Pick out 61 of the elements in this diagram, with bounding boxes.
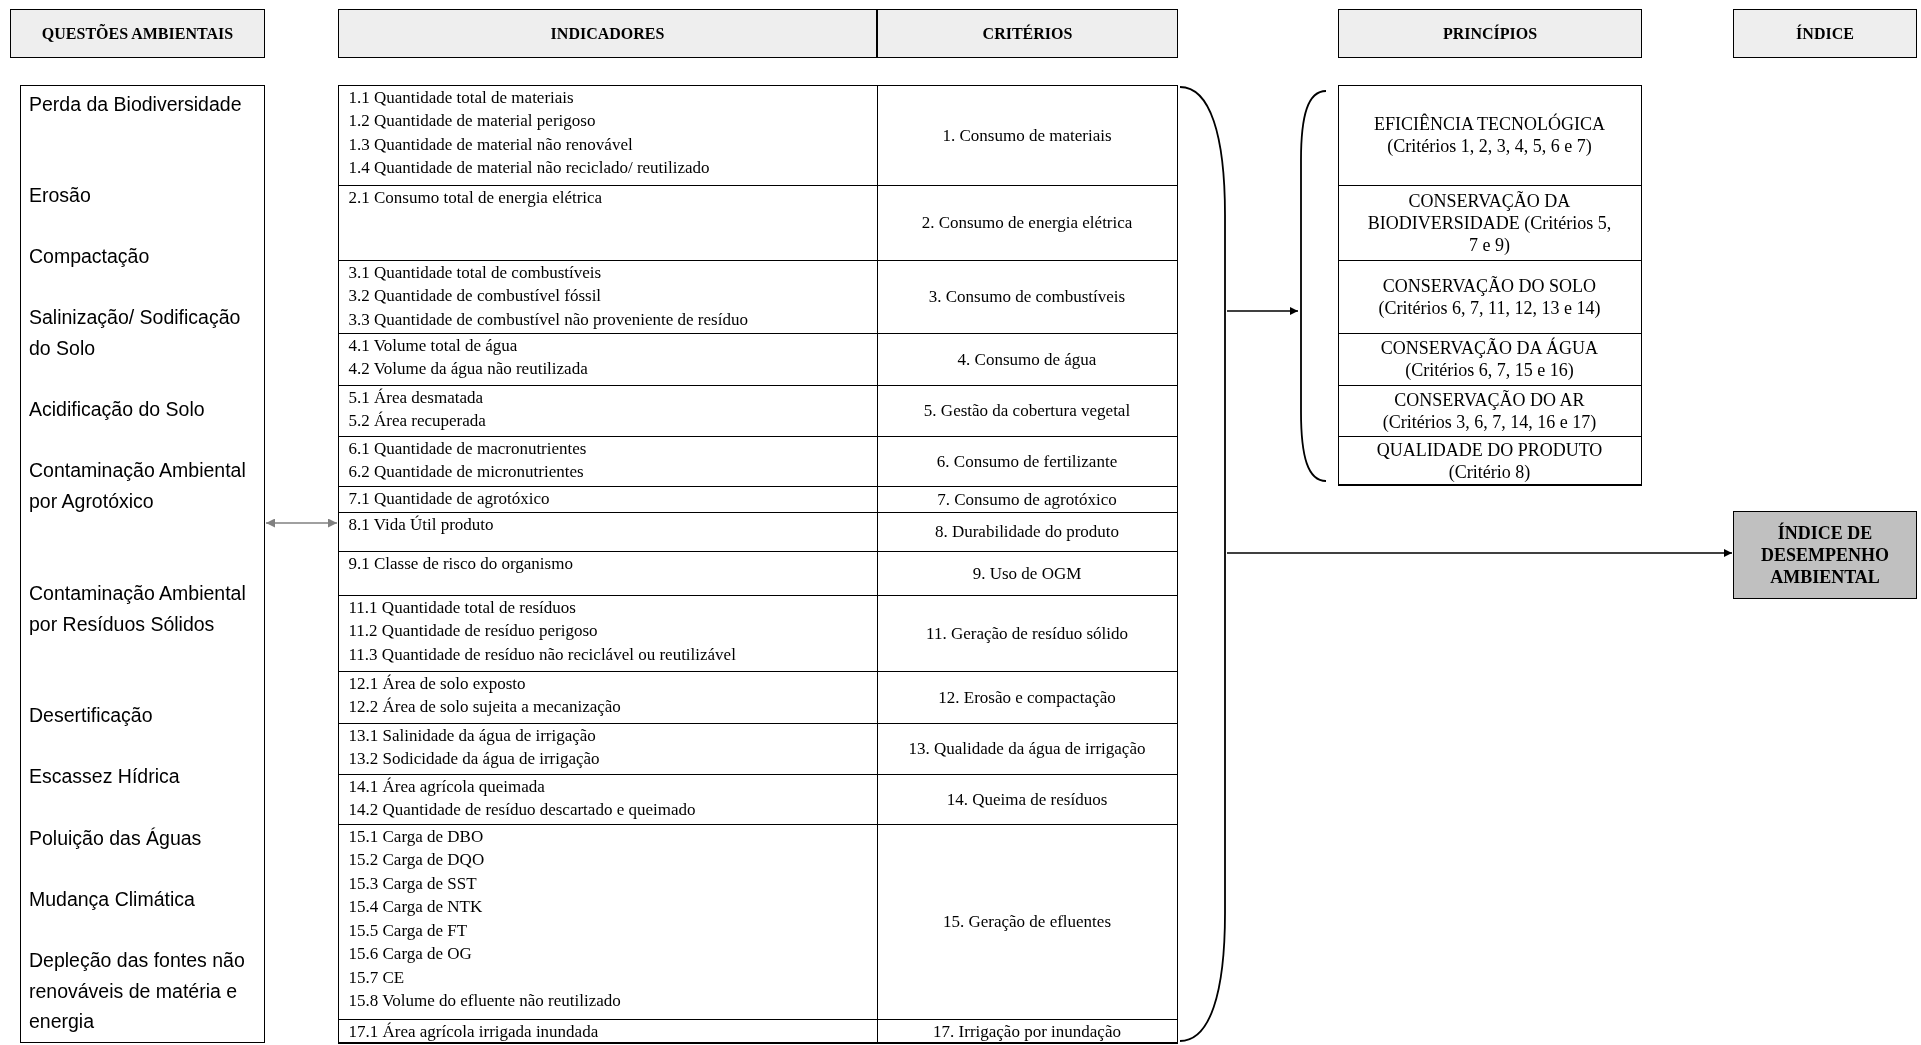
issue-text: Escassez Hídrica <box>29 764 181 789</box>
indicator-text: 3.2 Quantidade de combustível fóssil <box>348 285 603 307</box>
column-header: CRITÉRIOS <box>877 9 1178 58</box>
indicator-text: 17.1 Área agrícola irrigada inundada <box>348 1020 600 1043</box>
issue-text: Perda da Biodiversidade <box>29 92 243 117</box>
arrow <box>1226 307 1299 315</box>
issue-text: Salinização/ Sodificação do Solo <box>29 305 242 361</box>
issue-text: Desertificação <box>29 703 154 728</box>
indicator-text: 3.1 Quantidade total de combustíveis <box>348 261 603 284</box>
double-arrow <box>265 518 338 528</box>
indicator-text: 5.2 Área recuperada <box>348 410 487 432</box>
index-box: ÍNDICE DE DESEMPENHO AMBIENTAL <box>1733 511 1917 599</box>
indicator-text: 15.5 Carga de FT <box>348 919 469 942</box>
indicator-text: 13.2 Sodicidade da água de irrigação <box>348 748 601 770</box>
column-header: ÍNDICE <box>1733 9 1917 58</box>
bracket <box>1299 90 1327 482</box>
issue-text: Compactação <box>29 244 151 269</box>
issue-text: Poluição das Águas <box>29 826 203 851</box>
indicator-text: 4.2 Volume da água não reutilizada <box>348 358 589 380</box>
indicator-text: 15.3 Carga de SST <box>348 872 478 895</box>
indicator-text: 6.1 Quantidade de macronutrientes <box>348 437 588 460</box>
indicator-text: 7.1 Quantidade de agrotóxico <box>348 487 551 510</box>
issue-text: Contaminação Ambiental por Agrotóxico <box>29 458 247 514</box>
indicator-text: 6.2 Quantidade de micronutrientes <box>348 461 585 483</box>
issue-list-box <box>20 85 265 1043</box>
column-header: PRINCÍPIOS <box>1338 9 1642 58</box>
indicator-text: 3.3 Quantidade de combustível não proveniente de resíduo <box>348 308 749 331</box>
issue-text: Erosão <box>29 183 92 208</box>
indicator-text: 8.1 Vida Útil produto <box>348 513 495 536</box>
column-header: INDICADORES <box>338 9 877 58</box>
indicator-text: 11.3 Quantidade de resíduo não reciclável ou reutilizável <box>348 643 737 666</box>
indicator-text: 11.1 Quantidade total de resíduos <box>348 596 577 619</box>
issue-text: Mudança Climática <box>29 887 196 912</box>
indicator-text: 15.4 Carga de NTK <box>348 896 484 918</box>
indicator-text: 1.2 Quantidade de material perigoso <box>348 110 597 132</box>
issue-text: Depleção das fontes não renováveis de matéria e energia <box>29 948 246 1034</box>
indicator-table <box>338 85 1178 1043</box>
indicator-text: 15.7 CE <box>348 966 406 989</box>
indicator-text: 2.1 Consumo total de energia elétrica <box>348 186 604 209</box>
indicator-text: 13.1 Salinidade da água de irrigação <box>348 724 597 747</box>
indicator-text: 1.3 Quantidade de material não renovável <box>348 133 634 156</box>
bracket <box>1180 85 1226 1043</box>
indicator-text: 12.1 Área de solo exposto <box>348 672 527 695</box>
indicator-text: 15.8 Volume do efluente não reutilizado <box>348 990 622 1012</box>
indicator-text: 15.1 Carga de DBO <box>348 825 485 848</box>
arrow <box>1226 549 1733 557</box>
issue-text: Acidificação do Solo <box>29 397 206 422</box>
issue-text: Contaminação Ambiental por Resíduos Sólidos <box>29 581 247 637</box>
indicator-text: 12.2 Área de solo sujeita a mecanização <box>348 696 622 718</box>
indicator-text: 11.2 Quantidade de resíduo perigoso <box>348 620 599 642</box>
column-header: QUESTÕES AMBIENTAIS <box>10 9 265 58</box>
indicator-text: 15.2 Carga de DQO <box>348 849 486 871</box>
indicator-text: 14.2 Quantidade de resíduo descartado e queimado <box>348 799 697 821</box>
indicator-text: 5.1 Área desmatada <box>348 386 485 409</box>
indicator-text: 1.1 Quantidade total de materiais <box>348 86 575 109</box>
indicator-text: 4.1 Volume total de água <box>348 334 519 357</box>
principles-table <box>1338 85 1642 485</box>
indicator-text: 1.4 Quantidade de material não reciclado/ reutilizado <box>348 157 711 179</box>
indicator-text: 14.1 Área agrícola queimada <box>348 775 546 798</box>
indicator-text: 15.6 Carga de OG <box>348 943 473 965</box>
indicator-text: 9.1 Classe de risco do organismo <box>348 552 574 575</box>
